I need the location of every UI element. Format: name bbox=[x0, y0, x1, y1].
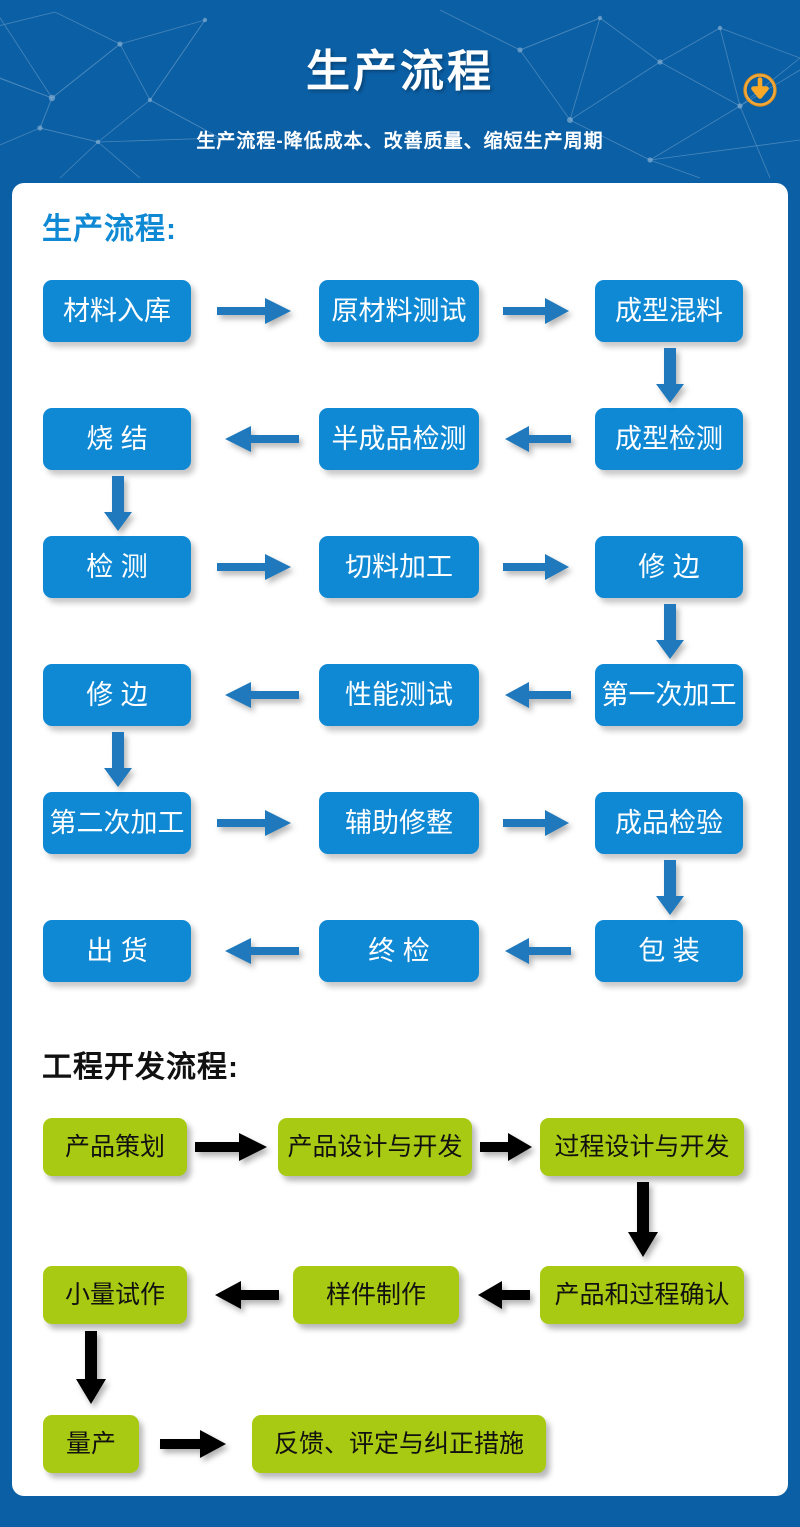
download-circle-icon[interactable] bbox=[742, 72, 778, 108]
arrow-right-production-3 bbox=[215, 552, 295, 582]
flow-box-production-1[interactable]: 材料入库 bbox=[43, 280, 191, 342]
flow-box-engineering-6[interactable]: 小量试作 bbox=[43, 1266, 187, 1324]
page-subtitle: 生产流程-降低成本、改善质量、缩短生产周期 bbox=[196, 131, 604, 152]
arrow-left-engineering-2 bbox=[211, 1279, 281, 1311]
arrow-down-production-3 bbox=[655, 602, 685, 662]
arrow-left-production-6 bbox=[221, 936, 301, 966]
arrow-left-production-2 bbox=[221, 424, 301, 454]
arrow-down-production-1 bbox=[655, 346, 685, 406]
flow-box-production-12[interactable]: 修 边 bbox=[43, 664, 191, 726]
flow-box-production-3[interactable]: 成型混料 bbox=[595, 280, 743, 342]
flow-box-production-16[interactable]: 包 装 bbox=[595, 920, 743, 982]
section-heading-engineering: 工程开发流程: bbox=[42, 1051, 239, 1084]
section-heading-production: 生产流程: bbox=[42, 213, 177, 246]
flow-box-engineering-1[interactable]: 产品策划 bbox=[43, 1118, 187, 1176]
flow-box-production-18[interactable]: 出 货 bbox=[43, 920, 191, 982]
arrow-right-engineering-1 bbox=[193, 1131, 271, 1163]
arrow-right-engineering-3 bbox=[158, 1428, 230, 1460]
arrow-left-engineering-1 bbox=[474, 1279, 532, 1311]
arrow-left-production-3 bbox=[501, 680, 573, 710]
flow-box-production-5[interactable]: 半成品检测 bbox=[319, 408, 479, 470]
flow-box-production-11[interactable]: 性能测试 bbox=[319, 664, 479, 726]
arrow-right-engineering-2 bbox=[478, 1131, 536, 1163]
page-header: 生产流程 生产流程-降低成本、改善质量、缩短生产周期 bbox=[0, 10, 800, 178]
flow-box-production-8[interactable]: 切料加工 bbox=[319, 536, 479, 598]
arrow-right-production-6 bbox=[501, 808, 573, 838]
flow-box-production-2[interactable]: 原材料测试 bbox=[319, 280, 479, 342]
arrow-right-production-4 bbox=[501, 552, 573, 582]
arrow-right-production-5 bbox=[215, 808, 295, 838]
flow-box-production-6[interactable]: 烧 结 bbox=[43, 408, 191, 470]
flow-box-engineering-5[interactable]: 样件制作 bbox=[293, 1266, 459, 1324]
arrow-left-production-4 bbox=[221, 680, 301, 710]
arrow-left-production-1 bbox=[501, 424, 573, 454]
flow-box-production-7[interactable]: 检 测 bbox=[43, 536, 191, 598]
flow-box-production-15[interactable]: 成品检验 bbox=[595, 792, 743, 854]
flow-box-production-14[interactable]: 辅助修整 bbox=[319, 792, 479, 854]
arrow-right-production-1 bbox=[215, 296, 295, 326]
flow-box-engineering-3[interactable]: 过程设计与开发 bbox=[540, 1118, 744, 1176]
flow-box-engineering-7[interactable]: 量产 bbox=[43, 1415, 139, 1473]
network-pattern-decoration bbox=[0, 10, 800, 178]
arrow-right-production-2 bbox=[501, 296, 573, 326]
page-title: 生产流程 bbox=[306, 47, 494, 96]
flow-box-production-4[interactable]: 成型检测 bbox=[595, 408, 743, 470]
arrow-down-production-5 bbox=[655, 858, 685, 918]
arrow-down-production-4 bbox=[103, 730, 133, 790]
content-card: 生产流程: 材料入库 原材料测试 成型混料 成型检测 半成品检测 烧 结 检 测… bbox=[12, 183, 788, 1496]
arrow-left-production-5 bbox=[501, 936, 573, 966]
flow-box-engineering-8[interactable]: 反馈、评定与纠正措施 bbox=[252, 1415, 546, 1473]
arrow-down-production-2 bbox=[103, 474, 133, 534]
flow-box-production-10[interactable]: 第一次加工 bbox=[595, 664, 743, 726]
flow-box-production-17[interactable]: 终 检 bbox=[319, 920, 479, 982]
flow-box-engineering-2[interactable]: 产品设计与开发 bbox=[278, 1118, 472, 1176]
arrow-down-engineering-2 bbox=[75, 1329, 107, 1407]
flow-box-engineering-4[interactable]: 产品和过程确认 bbox=[540, 1266, 744, 1324]
flow-box-production-9[interactable]: 修 边 bbox=[595, 536, 743, 598]
arrow-down-engineering-1 bbox=[627, 1180, 659, 1260]
flow-box-production-13[interactable]: 第二次加工 bbox=[43, 792, 191, 854]
